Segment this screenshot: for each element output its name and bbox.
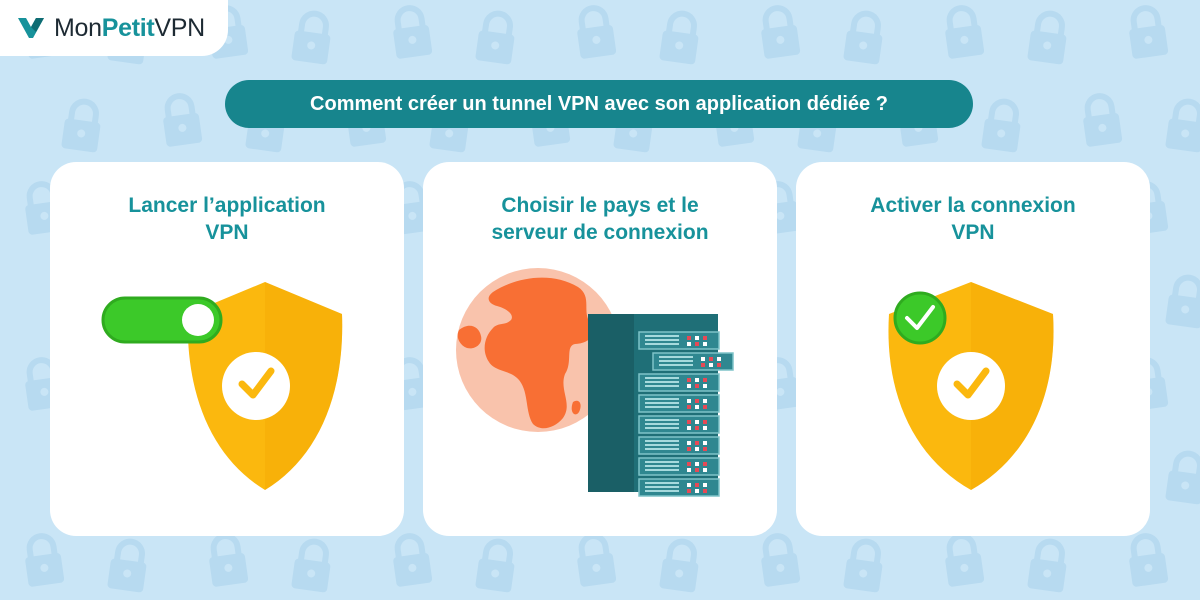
brand-name-vpn: VPN [154, 13, 205, 42]
padlock-icon [843, 538, 883, 593]
server-unit [638, 415, 720, 434]
step-illustration [101, 282, 343, 490]
padlock-icon [981, 98, 1021, 153]
server-unit [638, 457, 720, 476]
padlock-icon [945, 533, 985, 587]
server-unit [638, 478, 720, 497]
page-title-text: Comment créer un tunnel VPN avec son app… [310, 92, 888, 115]
globe-icon [456, 268, 620, 432]
padlock-icon [1083, 93, 1123, 147]
step-title: Choisir le pays et le serveur de connexi… [491, 194, 709, 244]
padlock-icon [761, 5, 801, 59]
step-title: Lancer l’application VPN [128, 194, 326, 244]
server-unit [638, 373, 720, 392]
step-card-choose-server: Choisir le pays et le serveur de connexi… [423, 162, 777, 536]
server-unit [638, 394, 720, 413]
green-check-icon [893, 291, 947, 345]
padlock-icon [393, 533, 433, 587]
step-illustration [888, 282, 1054, 490]
padlock-icon [475, 538, 515, 593]
step-card-launch-app: Lancer l’application VPN [50, 162, 404, 536]
padlock-icon [761, 533, 801, 587]
padlock-icon [1165, 274, 1200, 329]
padlock-icon [577, 5, 617, 59]
toggle-switch-on [101, 296, 223, 344]
padlock-icon [209, 533, 249, 587]
padlock-icon [1165, 450, 1200, 505]
brand-name-mon: Mon [54, 13, 102, 42]
page-title: Comment créer un tunnel VPN avec son app… [225, 80, 973, 128]
padlock-icon [107, 538, 147, 593]
padlock-icon [843, 10, 883, 65]
step-card-activate-connection: Activer la connexion VPN [796, 162, 1150, 536]
padlock-icon [659, 10, 699, 65]
padlock-icon [577, 533, 617, 587]
padlock-icon [1129, 5, 1169, 59]
padlock-icon [1027, 10, 1067, 65]
brand-name: MonPetitVPN [54, 14, 205, 43]
server-unit [638, 436, 720, 455]
padlock-icon [61, 98, 101, 153]
padlock-icon [475, 10, 515, 65]
padlock-icon [291, 10, 331, 65]
shield-check-icon [187, 282, 343, 490]
server-unit [652, 352, 734, 371]
padlock-icon [945, 5, 985, 59]
step-title: Activer la connexion VPN [870, 194, 1076, 244]
step-illustration [456, 268, 734, 497]
server-unit [638, 331, 720, 350]
padlock-icon [291, 538, 331, 593]
brand-name-petit: Petit [101, 13, 155, 42]
padlock-icon [393, 5, 433, 59]
monpetitvpn-logo-icon [18, 18, 44, 38]
padlock-icon [25, 533, 65, 587]
padlock-icon [1165, 98, 1200, 153]
padlock-icon [659, 538, 699, 593]
brand-logo[interactable]: MonPetitVPN [0, 0, 228, 56]
padlock-icon [1027, 538, 1067, 593]
padlock-icon [1129, 533, 1169, 587]
server-rack-icon [588, 314, 734, 497]
padlock-icon [163, 93, 203, 147]
